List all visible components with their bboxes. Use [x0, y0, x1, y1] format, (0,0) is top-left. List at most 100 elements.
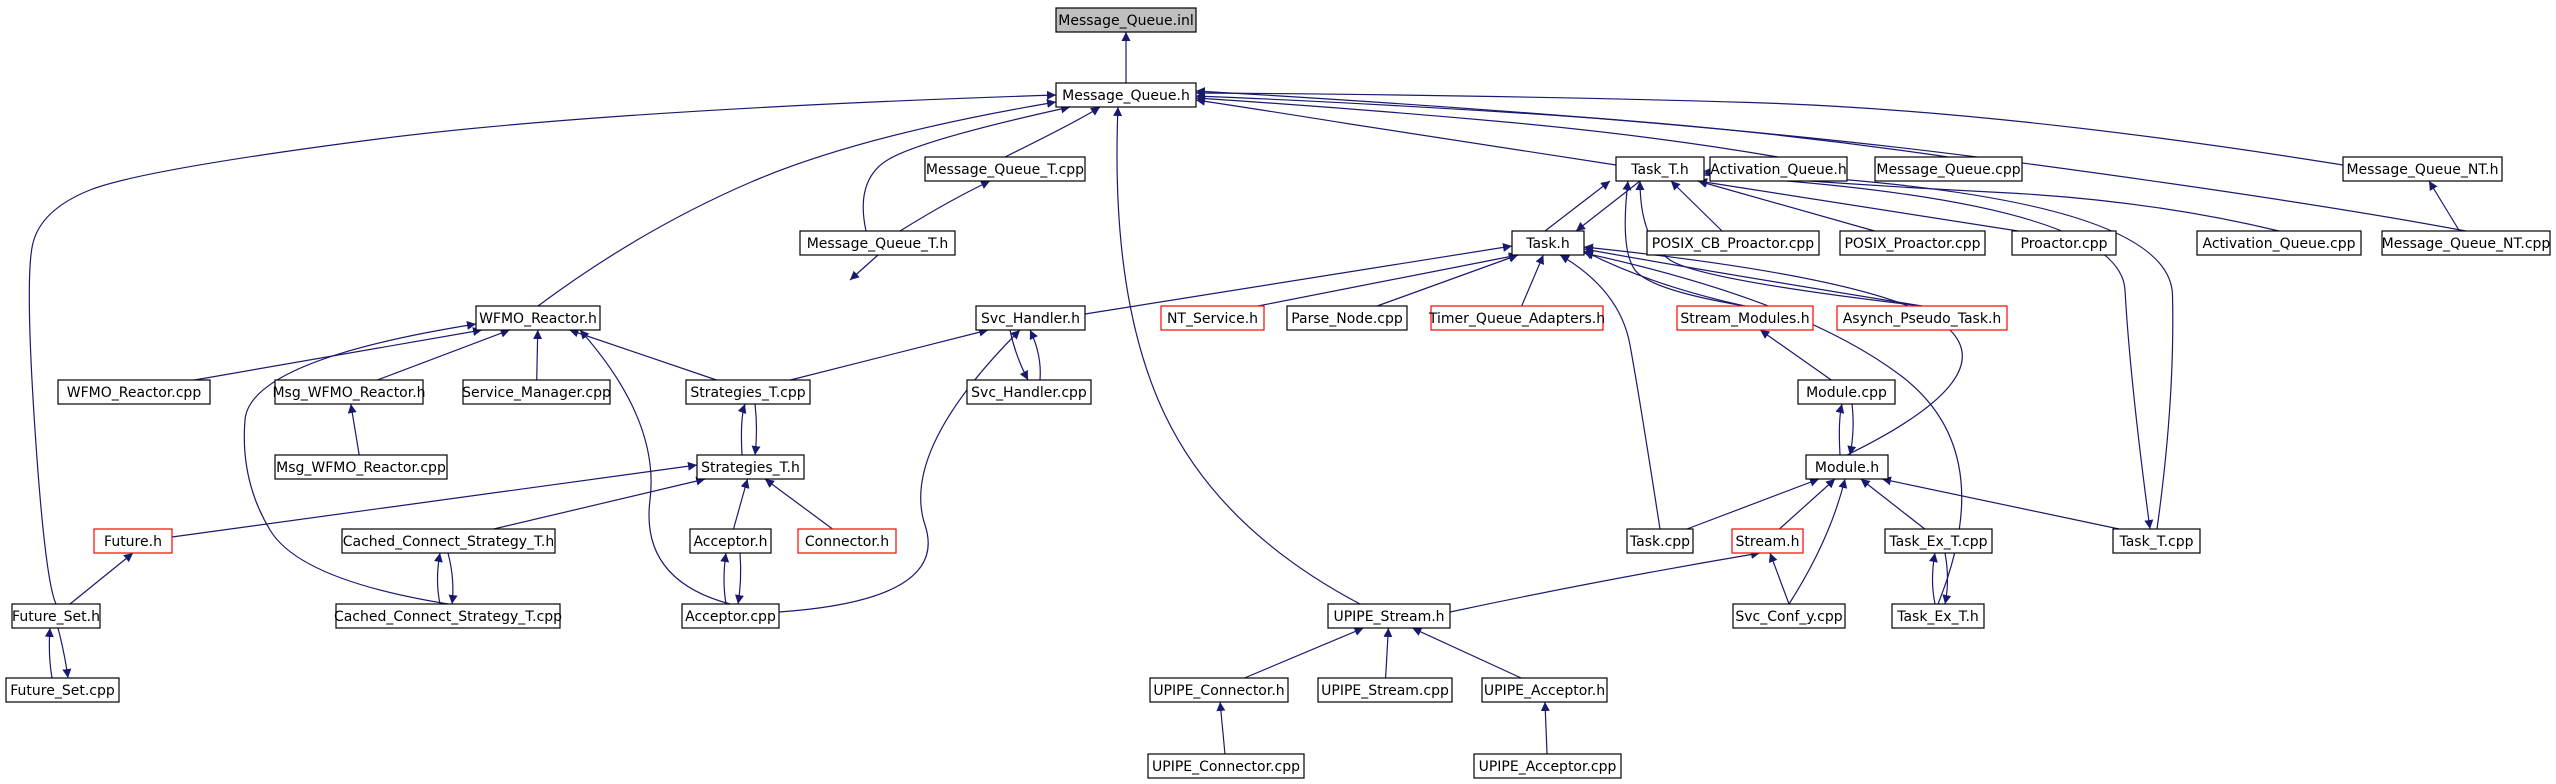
- node-svc-conf[interactable]: Svc_Conf_y.cpp: [1732, 603, 1846, 629]
- node-box[interactable]: [681, 603, 780, 629]
- node-strat-cpp[interactable]: Strategies_T.cpp: [685, 379, 811, 405]
- node-box[interactable]: [11, 603, 101, 629]
- node-nt-service[interactable]: NT_Service.h: [1160, 305, 1265, 331]
- node-box[interactable]: [274, 379, 424, 405]
- node-stream-mod[interactable]: Stream_Modules.h: [1676, 305, 1814, 331]
- node-mqnt-cpp[interactable]: Message_Queue_NT.cpp: [2381, 230, 2551, 256]
- node-box[interactable]: [475, 305, 601, 331]
- node-upipe-stream-cpp[interactable]: UPIPE_Stream.cpp: [1317, 677, 1453, 703]
- node-wfmo-cpp[interactable]: WFMO_Reactor.cpp: [57, 379, 211, 405]
- node-future-set-h[interactable]: Future_Set.h: [11, 603, 101, 629]
- node-box[interactable]: [1473, 753, 1622, 779]
- node-box[interactable]: [685, 379, 811, 405]
- node-box[interactable]: [1839, 230, 1986, 256]
- node-acceptor-h[interactable]: Acceptor.h: [689, 528, 772, 554]
- node-box[interactable]: [1160, 305, 1265, 331]
- node-box[interactable]: [57, 379, 211, 405]
- node-box[interactable]: [1891, 603, 1985, 629]
- node-box[interactable]: [924, 156, 1086, 182]
- node-mqt-cpp[interactable]: Message_Queue_T.cpp: [924, 156, 1086, 182]
- node-posix-cb[interactable]: POSIX_CB_Proactor.cpp: [1646, 230, 1820, 256]
- node-parse-node[interactable]: Parse_Node.cpp: [1286, 305, 1408, 331]
- node-box[interactable]: [1055, 7, 1197, 33]
- node-ccs-cpp[interactable]: Cached_Connect_Strategy_T.cpp: [334, 603, 562, 629]
- node-connector-h[interactable]: Connector.h: [797, 528, 897, 554]
- node-box[interactable]: [1836, 305, 2008, 331]
- node-ccs-h[interactable]: Cached_Connect_Strategy_T.h: [341, 528, 556, 554]
- node-msg-wfmo-h[interactable]: Msg_WFMO_Reactor.h: [272, 379, 426, 405]
- node-task-cpp[interactable]: Task.cpp: [1626, 528, 1694, 554]
- node-task-t-h[interactable]: Task_T.h: [1615, 156, 1705, 182]
- node-strat-h[interactable]: Strategies_T.h: [696, 454, 805, 480]
- node-asynch[interactable]: Asynch_Pseudo_Task.h: [1836, 305, 2008, 331]
- node-box[interactable]: [2381, 230, 2551, 256]
- node-task-ex-h[interactable]: Task_Ex_T.h: [1891, 603, 1985, 629]
- node-mq-cpp[interactable]: Message_Queue.cpp: [1874, 156, 2023, 182]
- node-box[interactable]: [1797, 379, 1896, 405]
- node-box[interactable]: [2196, 230, 2362, 256]
- node-box[interactable]: [689, 528, 772, 554]
- node-future-h[interactable]: Future.h: [93, 528, 173, 554]
- node-box[interactable]: [1709, 156, 1848, 182]
- node-box[interactable]: [2342, 156, 2503, 182]
- node-stream-h[interactable]: Stream.h: [1731, 528, 1804, 554]
- node-wfmo-h[interactable]: WFMO_Reactor.h: [475, 305, 601, 331]
- node-posix-p[interactable]: POSIX_Proactor.cpp: [1839, 230, 1986, 256]
- node-box[interactable]: [335, 603, 561, 629]
- node-box[interactable]: [966, 379, 1092, 405]
- node-box[interactable]: [1874, 156, 2023, 182]
- node-tq-adapters[interactable]: Timer_Queue_Adapters.h: [1428, 305, 1605, 331]
- node-box[interactable]: [1732, 603, 1846, 629]
- node-mqnt-h[interactable]: Message_Queue_NT.h: [2342, 156, 2503, 182]
- node-module-h[interactable]: Module.h: [1805, 454, 1889, 480]
- node-box[interactable]: [462, 379, 611, 405]
- node-box[interactable]: [1646, 230, 1820, 256]
- node-box[interactable]: [1147, 753, 1305, 779]
- node-acceptor-cpp[interactable]: Acceptor.cpp: [681, 603, 780, 629]
- node-upipe-conn-cpp[interactable]: UPIPE_Connector.cpp: [1147, 753, 1305, 779]
- node-mqt-h[interactable]: Message_Queue_T.h: [799, 230, 956, 256]
- node-box[interactable]: [975, 305, 1086, 331]
- node-box[interactable]: [799, 230, 956, 256]
- node-box[interactable]: [1805, 454, 1889, 480]
- node-svc-cpp[interactable]: Svc_Handler.cpp: [966, 379, 1092, 405]
- node-upipe-acc-h[interactable]: UPIPE_Acceptor.h: [1481, 677, 1608, 703]
- node-task-t-cpp[interactable]: Task_T.cpp: [2112, 528, 2201, 554]
- node-box[interactable]: [1430, 305, 1604, 331]
- node-svc-mgr[interactable]: Service_Manager.cpp: [462, 379, 611, 405]
- node-box[interactable]: [1676, 305, 1814, 331]
- node-task-ex-cpp[interactable]: Task_Ex_T.cpp: [1884, 528, 1993, 554]
- node-box[interactable]: [2011, 230, 2117, 256]
- node-box[interactable]: [5, 677, 120, 703]
- node-actq-cpp[interactable]: Activation_Queue.cpp: [2196, 230, 2362, 256]
- node-box[interactable]: [1615, 156, 1705, 182]
- node-box[interactable]: [1055, 82, 1197, 108]
- node-task-h[interactable]: Task.h: [1511, 230, 1585, 256]
- node-box[interactable]: [1511, 230, 1585, 256]
- node-box[interactable]: [1731, 528, 1804, 554]
- node-box[interactable]: [274, 454, 448, 480]
- node-mq-h[interactable]: Message_Queue.h: [1055, 82, 1197, 108]
- node-upipe-acc-cpp[interactable]: UPIPE_Acceptor.cpp: [1473, 753, 1622, 779]
- node-actq-h[interactable]: Activation_Queue.h: [1709, 156, 1848, 182]
- node-box[interactable]: [341, 528, 556, 554]
- node-proactor[interactable]: Proactor.cpp: [2011, 230, 2117, 256]
- node-box[interactable]: [696, 454, 805, 480]
- node-box[interactable]: [1286, 305, 1408, 331]
- node-upipe-stream-h[interactable]: UPIPE_Stream.h: [1327, 603, 1451, 629]
- node-future-set-cpp[interactable]: Future_Set.cpp: [5, 677, 120, 703]
- node-box[interactable]: [1149, 677, 1289, 703]
- node-box[interactable]: [1327, 603, 1451, 629]
- node-box[interactable]: [2112, 528, 2201, 554]
- node-box[interactable]: [1481, 677, 1608, 703]
- node-mq-inl[interactable]: Message_Queue.inl: [1055, 7, 1197, 33]
- node-svc-h[interactable]: Svc_Handler.h: [975, 305, 1086, 331]
- node-module-cpp[interactable]: Module.cpp: [1797, 379, 1896, 405]
- node-box[interactable]: [1626, 528, 1694, 554]
- node-upipe-conn-h[interactable]: UPIPE_Connector.h: [1149, 677, 1289, 703]
- node-box[interactable]: [797, 528, 897, 554]
- node-box[interactable]: [93, 528, 173, 554]
- node-msg-wfmo-cpp[interactable]: Msg_WFMO_Reactor.cpp: [274, 454, 448, 480]
- node-box[interactable]: [1317, 677, 1453, 703]
- node-box[interactable]: [1884, 528, 1993, 554]
